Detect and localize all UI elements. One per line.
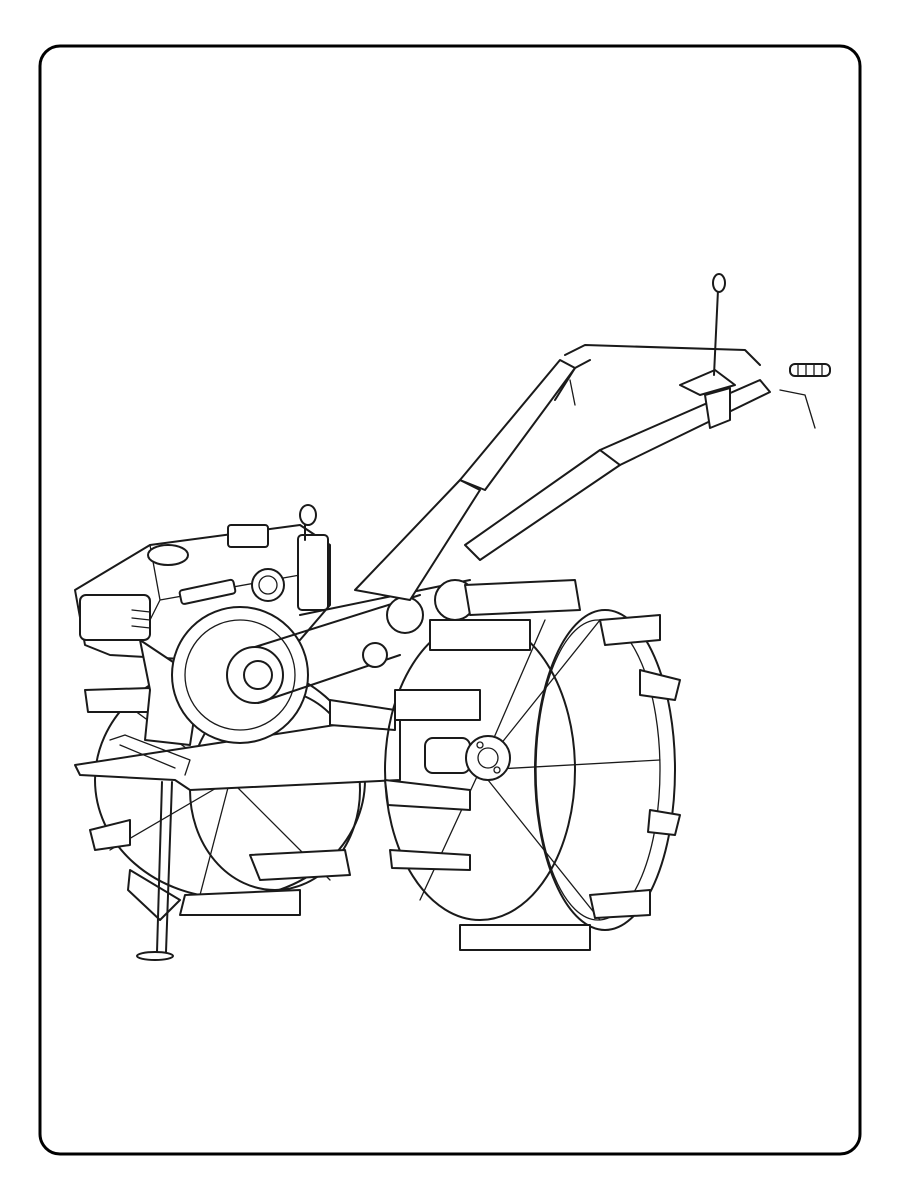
handle-grip [789,363,831,377]
rear-hitch [329,699,396,731]
kickstand [136,781,174,961]
walking-tractor-illustration [74,273,831,961]
flywheel [171,606,309,744]
axle-hub [424,735,511,781]
gear-lever [712,273,726,376]
handlebars [354,344,831,601]
front-wheel [384,579,681,951]
